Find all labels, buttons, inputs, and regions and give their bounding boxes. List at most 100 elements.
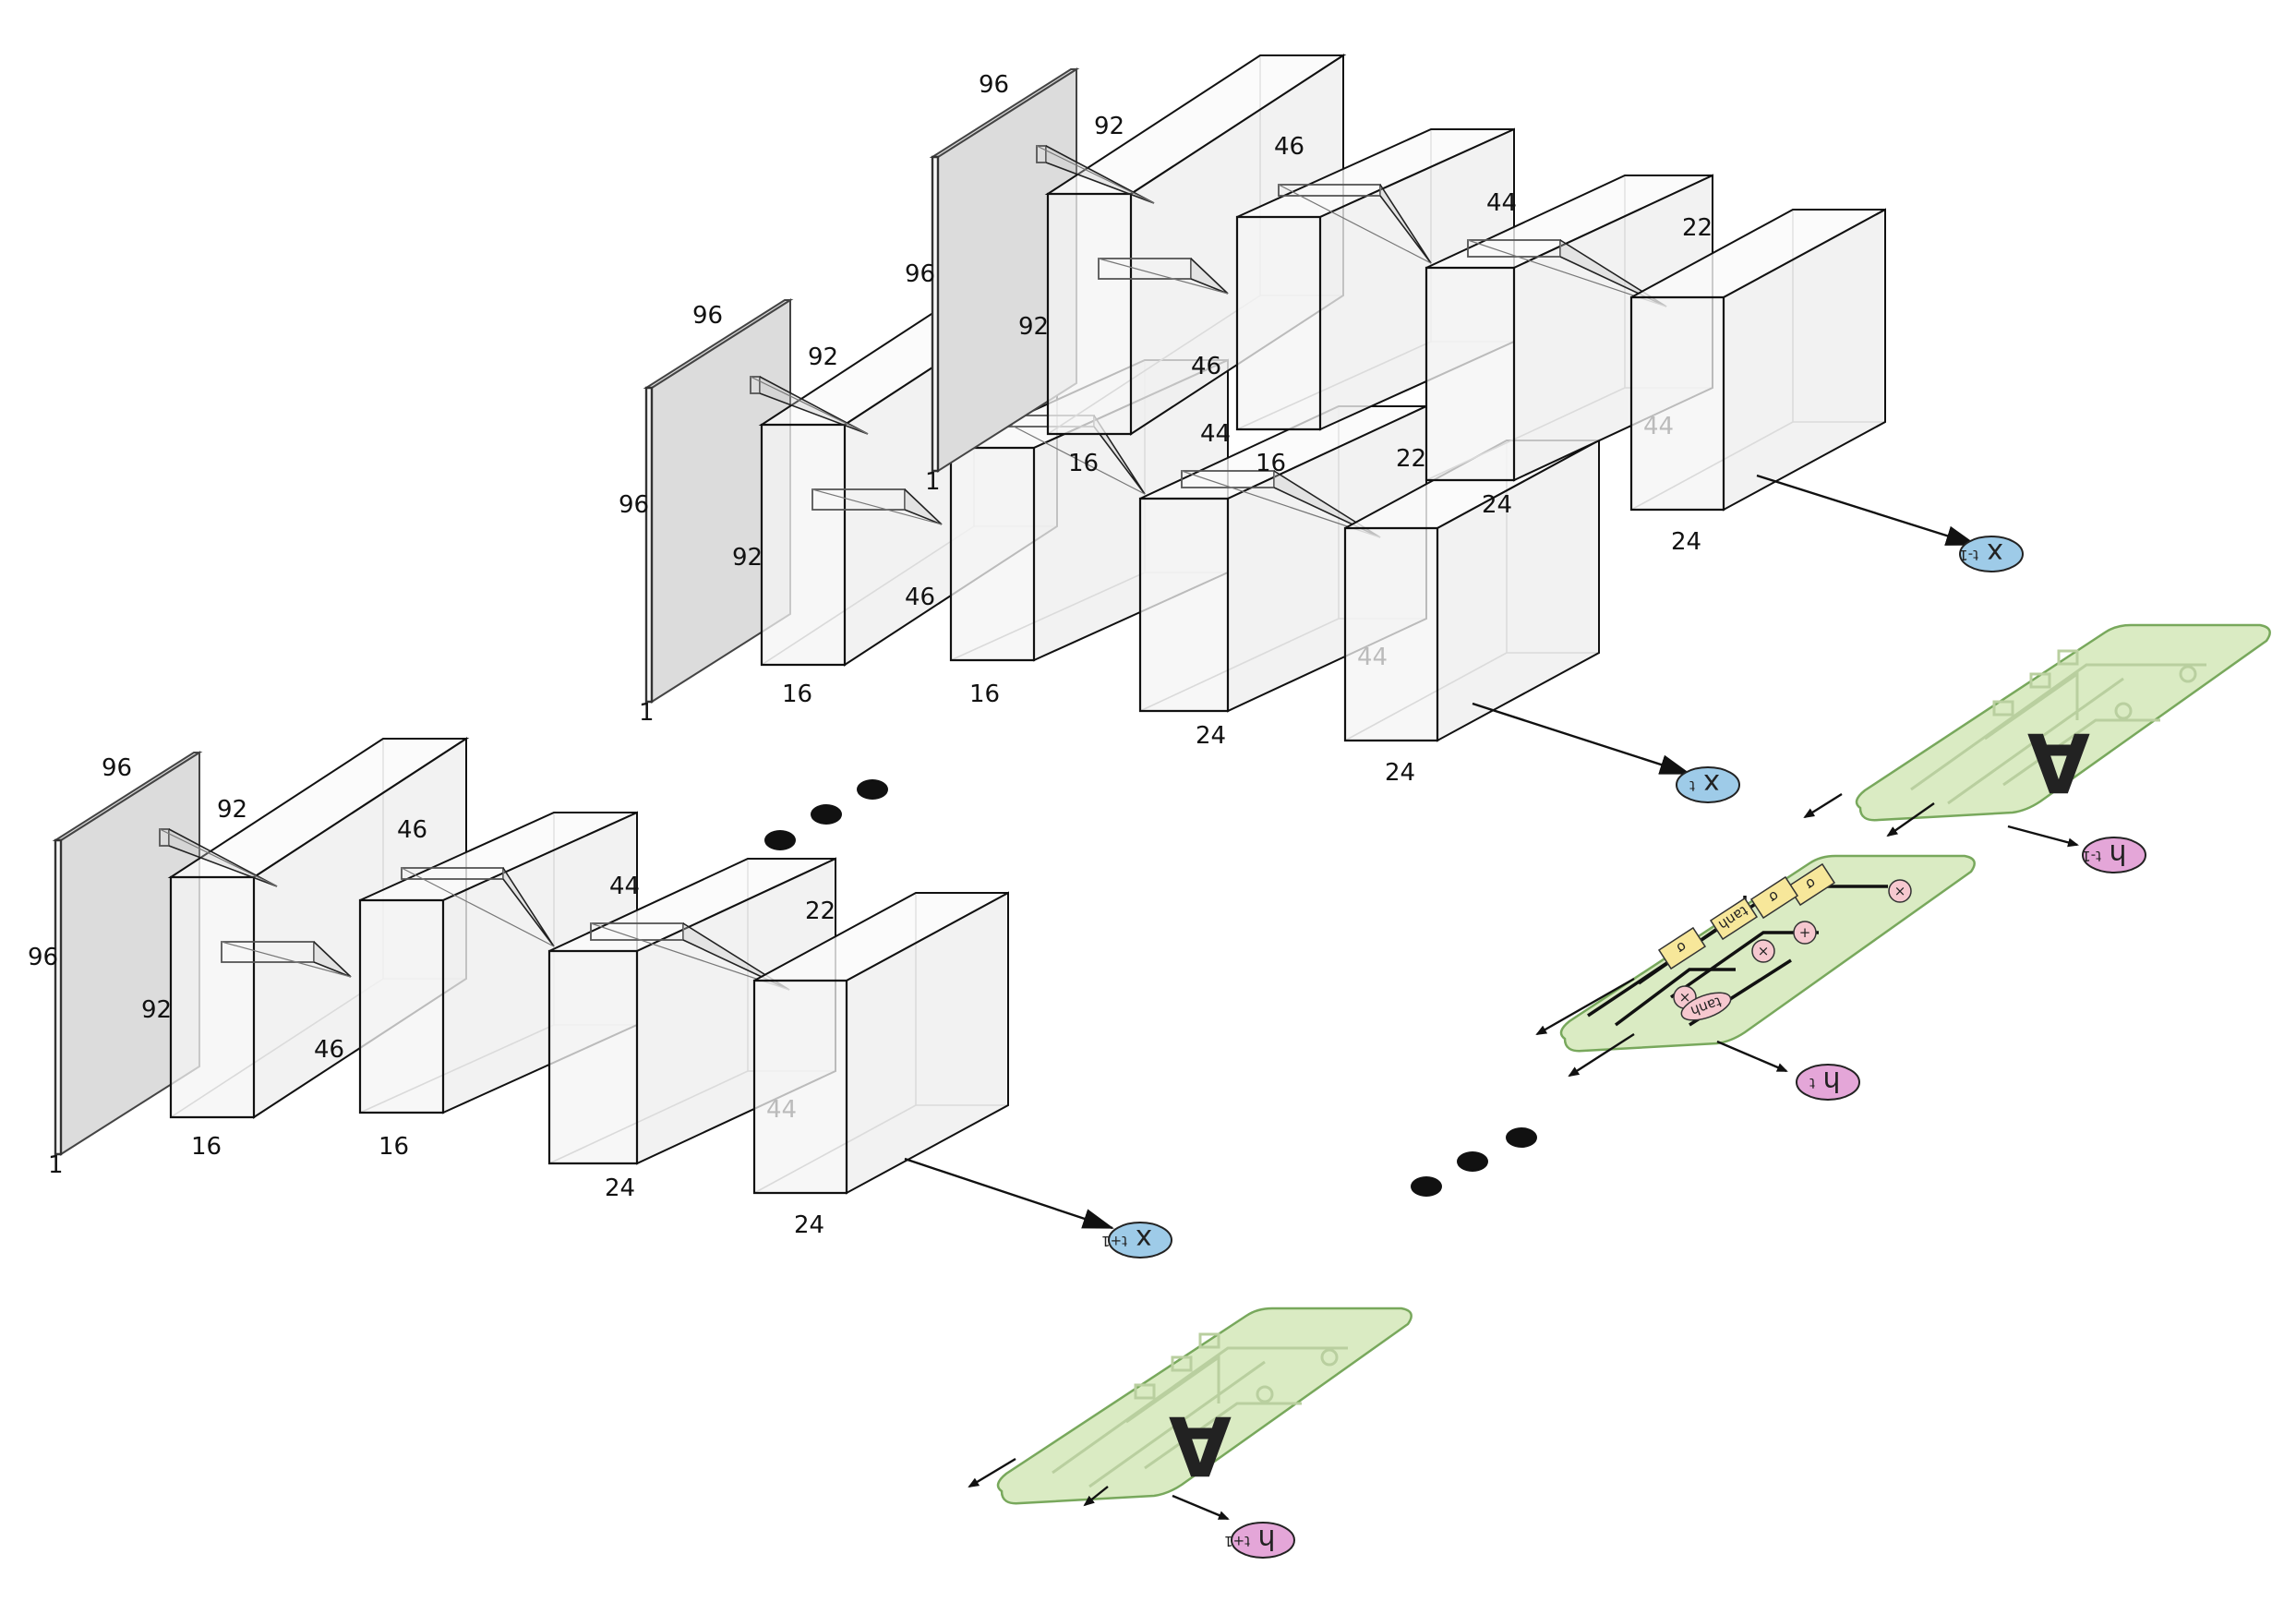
output-arrow-t-minus-1 <box>2007 825 2079 848</box>
cnn-pipeline-2: 969619292164646164444242224 <box>905 54 1886 556</box>
node-symbol: h <box>2109 837 2126 870</box>
node-ellipse <box>1959 536 2024 572</box>
kernel-projection <box>992 415 1146 495</box>
input-plane <box>929 67 1080 473</box>
dim-label: 96 <box>905 260 935 288</box>
flatten-arrow-top <box>1756 474 1977 547</box>
flatten-arrow-bottom <box>904 1157 1114 1230</box>
gate-box <box>1709 897 1759 941</box>
kernel-projection <box>1036 145 1155 204</box>
op-symbol: × <box>1679 989 1691 1006</box>
output-node-h-t: ht <box>1796 1064 1860 1101</box>
output-arrow-t <box>1716 1040 1788 1073</box>
dim-label: 46 <box>905 584 935 611</box>
lstm-internal-wiring <box>1052 1332 1348 1488</box>
box-front-face <box>1424 266 1516 482</box>
wire-gate <box>2029 672 2051 689</box>
wire <box>1947 677 2124 805</box>
input-node-x-t-minus-1: xt-1 <box>1959 536 2024 572</box>
pool2-block <box>1629 208 1886 512</box>
dim-label: 44 <box>1200 420 1231 448</box>
dim-label: 92 <box>1094 113 1124 140</box>
conv2-kernel <box>401 867 555 947</box>
state-arrow <box>968 1457 1016 1488</box>
box-front-face <box>949 446 1036 662</box>
kernel-projection <box>401 867 555 947</box>
pool1-kernel <box>811 488 943 525</box>
input-node-x-t: xt <box>1676 766 1740 803</box>
gate-2: tanh <box>1709 897 1759 941</box>
pool2-block <box>1343 439 1600 742</box>
wire-gate <box>1134 1383 1156 1400</box>
node-text: xt-1 <box>1959 536 2003 569</box>
dim-label: 46 <box>1274 133 1304 161</box>
node-text: xt <box>1689 767 1720 800</box>
kernel-projection <box>750 376 869 435</box>
wire-gate <box>2057 649 2079 666</box>
conv1-kernel <box>159 828 278 887</box>
op-symbol: × <box>1894 883 1906 899</box>
box-front-face <box>358 898 445 1114</box>
ellipsis-dot <box>764 830 796 850</box>
wire <box>1144 1402 1302 1470</box>
kernel-window <box>1467 239 1561 258</box>
kernel-window <box>1036 145 1047 163</box>
node-symbol: x <box>1136 1223 1152 1255</box>
dim-label: 92 <box>141 996 172 1024</box>
node-symbol: h <box>1257 1523 1275 1555</box>
node-symbol: h <box>1822 1065 1840 1097</box>
dim-label: 16 <box>191 1133 222 1161</box>
pool1-kernel <box>1098 258 1229 295</box>
output-node-h-t-plus-1: ht+1 <box>1224 1522 1295 1559</box>
gate-1: σ <box>1749 875 1799 920</box>
op-1: + <box>1793 921 1817 945</box>
wire-op <box>1256 1385 1274 1403</box>
state-arrow <box>1568 1032 1635 1078</box>
lstm-cell-t-minus-1: A <box>1855 623 2271 822</box>
wire <box>1088 1360 1266 1488</box>
dim-label: 46 <box>314 1036 344 1064</box>
kernel-projection <box>1098 258 1229 295</box>
dim-label: 92 <box>1018 313 1049 341</box>
kernel-projection <box>159 828 278 887</box>
op-circle <box>1888 879 1912 903</box>
input-plane <box>643 298 794 704</box>
dim-label: 1 <box>925 468 941 496</box>
dim-label: 24 <box>794 1211 824 1239</box>
wire-op <box>2179 665 2197 683</box>
dim-label: 16 <box>1068 450 1099 477</box>
state-arrow <box>1886 802 1935 837</box>
dim-label: 24 <box>1482 491 1512 519</box>
dim-label: 96 <box>28 944 58 971</box>
ellipsis-dot <box>1411 1176 1442 1197</box>
kernel-window <box>221 941 315 963</box>
node-ellipse <box>1231 1522 1295 1559</box>
pool2-kernel <box>1467 239 1667 307</box>
ellipsis-dot <box>857 779 888 800</box>
gate-3: σ <box>1657 926 1707 970</box>
ellipsis-left <box>764 779 888 850</box>
wire <box>1910 663 2206 791</box>
kernel-window <box>811 488 906 511</box>
dim-label: 46 <box>397 816 427 844</box>
dim-label: 1 <box>48 1151 64 1179</box>
input-plane <box>52 751 203 1156</box>
hidden-line <box>1614 968 1736 1027</box>
output-arrow-t-plus-1 <box>1172 1494 1230 1521</box>
plane-face <box>644 386 654 704</box>
kernel-projection <box>221 941 352 978</box>
dim-label: 16 <box>1256 450 1286 477</box>
wire-op <box>1320 1348 1339 1367</box>
dim-label: 24 <box>1671 528 1701 556</box>
node-symbol: x <box>1987 536 2003 569</box>
state-arrow <box>1535 977 1635 1036</box>
kernel-window <box>159 828 170 847</box>
wire <box>2002 718 2160 787</box>
wire <box>1984 671 2079 741</box>
node-ellipse <box>1108 1222 1172 1259</box>
wire-op <box>2114 702 2133 720</box>
dim-label: 22 <box>1682 214 1713 242</box>
dim-label: 24 <box>605 1174 635 1202</box>
